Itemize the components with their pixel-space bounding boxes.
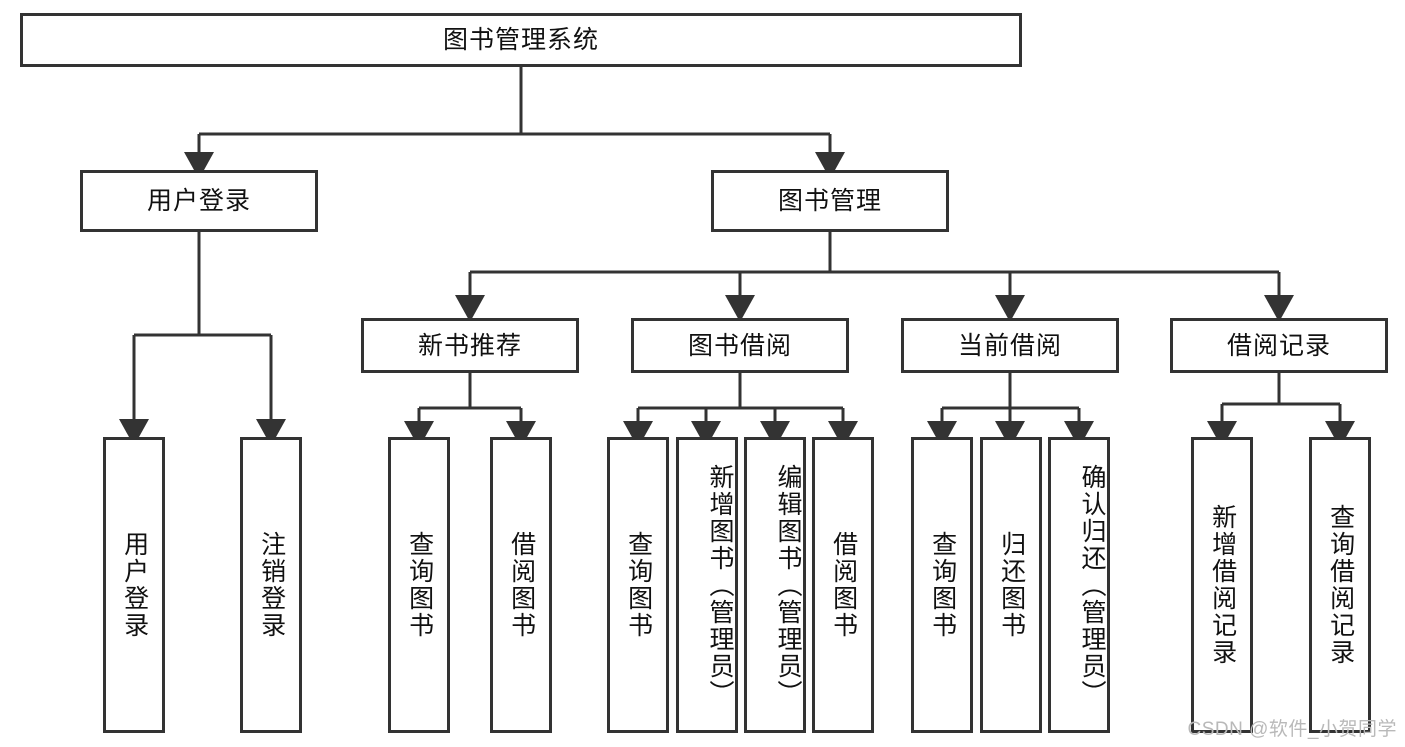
node-label: 注销登录: [257, 531, 286, 639]
node-label: 查询图书: [405, 531, 434, 639]
node-label: 图书管理系统: [442, 26, 599, 54]
leaf-return-book[interactable]: 归还图书: [980, 437, 1042, 733]
leaf-user-login[interactable]: 用户登录: [103, 437, 165, 733]
leaf-borrow-book-2[interactable]: 借阅图书: [812, 437, 874, 733]
node-current-borrow[interactable]: 当前借阅: [901, 318, 1119, 373]
node-label: 查询图书: [928, 531, 957, 639]
node-book-borrow[interactable]: 图书借阅: [631, 318, 849, 373]
node-label: 编辑图书（管理员）: [774, 463, 802, 707]
node-label: 用户登录: [146, 187, 251, 215]
leaf-query-book-3[interactable]: 查询图书: [911, 437, 973, 733]
csdn-watermark: CSDN @软件_小贺同学: [1187, 719, 1397, 740]
leaf-query-book-2[interactable]: 查询图书: [607, 437, 669, 733]
node-label: 借阅记录: [1226, 331, 1331, 360]
node-label: 新增图书（管理员）: [706, 463, 734, 707]
node-label: 用户登录: [120, 531, 149, 639]
node-label: 查询借阅记录: [1326, 504, 1355, 666]
node-label: 新增借阅记录: [1208, 504, 1237, 666]
node-label: 借阅图书: [507, 531, 536, 639]
node-label: 查询图书: [624, 531, 653, 639]
node-label: 图书管理: [777, 187, 882, 215]
node-book-management-system[interactable]: 图书管理系统: [20, 13, 1022, 67]
node-book-management[interactable]: 图书管理: [711, 170, 949, 232]
leaf-edit-book[interactable]: 编辑图书（管理员）: [744, 437, 806, 733]
node-label: 当前借阅: [957, 331, 1062, 360]
leaf-borrow-book-1[interactable]: 借阅图书: [490, 437, 552, 733]
leaf-add-book[interactable]: 新增图书（管理员）: [676, 437, 738, 733]
node-new-book-recommend[interactable]: 新书推荐: [361, 318, 579, 373]
leaf-add-borrow-record[interactable]: 新增借阅记录: [1191, 437, 1253, 733]
leaf-query-borrow-record[interactable]: 查询借阅记录: [1309, 437, 1371, 733]
node-borrow-record[interactable]: 借阅记录: [1170, 318, 1388, 373]
node-label: 归还图书: [997, 531, 1026, 639]
node-label: 借阅图书: [829, 531, 858, 639]
node-label: 图书借阅: [687, 331, 792, 360]
node-label: 确认归还（管理员）: [1078, 463, 1106, 707]
leaf-query-book-1[interactable]: 查询图书: [388, 437, 450, 733]
node-user-login[interactable]: 用户登录: [80, 170, 318, 232]
leaf-confirm-return[interactable]: 确认归还（管理员）: [1048, 437, 1110, 733]
node-label: 新书推荐: [417, 331, 522, 360]
leaf-logout-login[interactable]: 注销登录: [240, 437, 302, 733]
